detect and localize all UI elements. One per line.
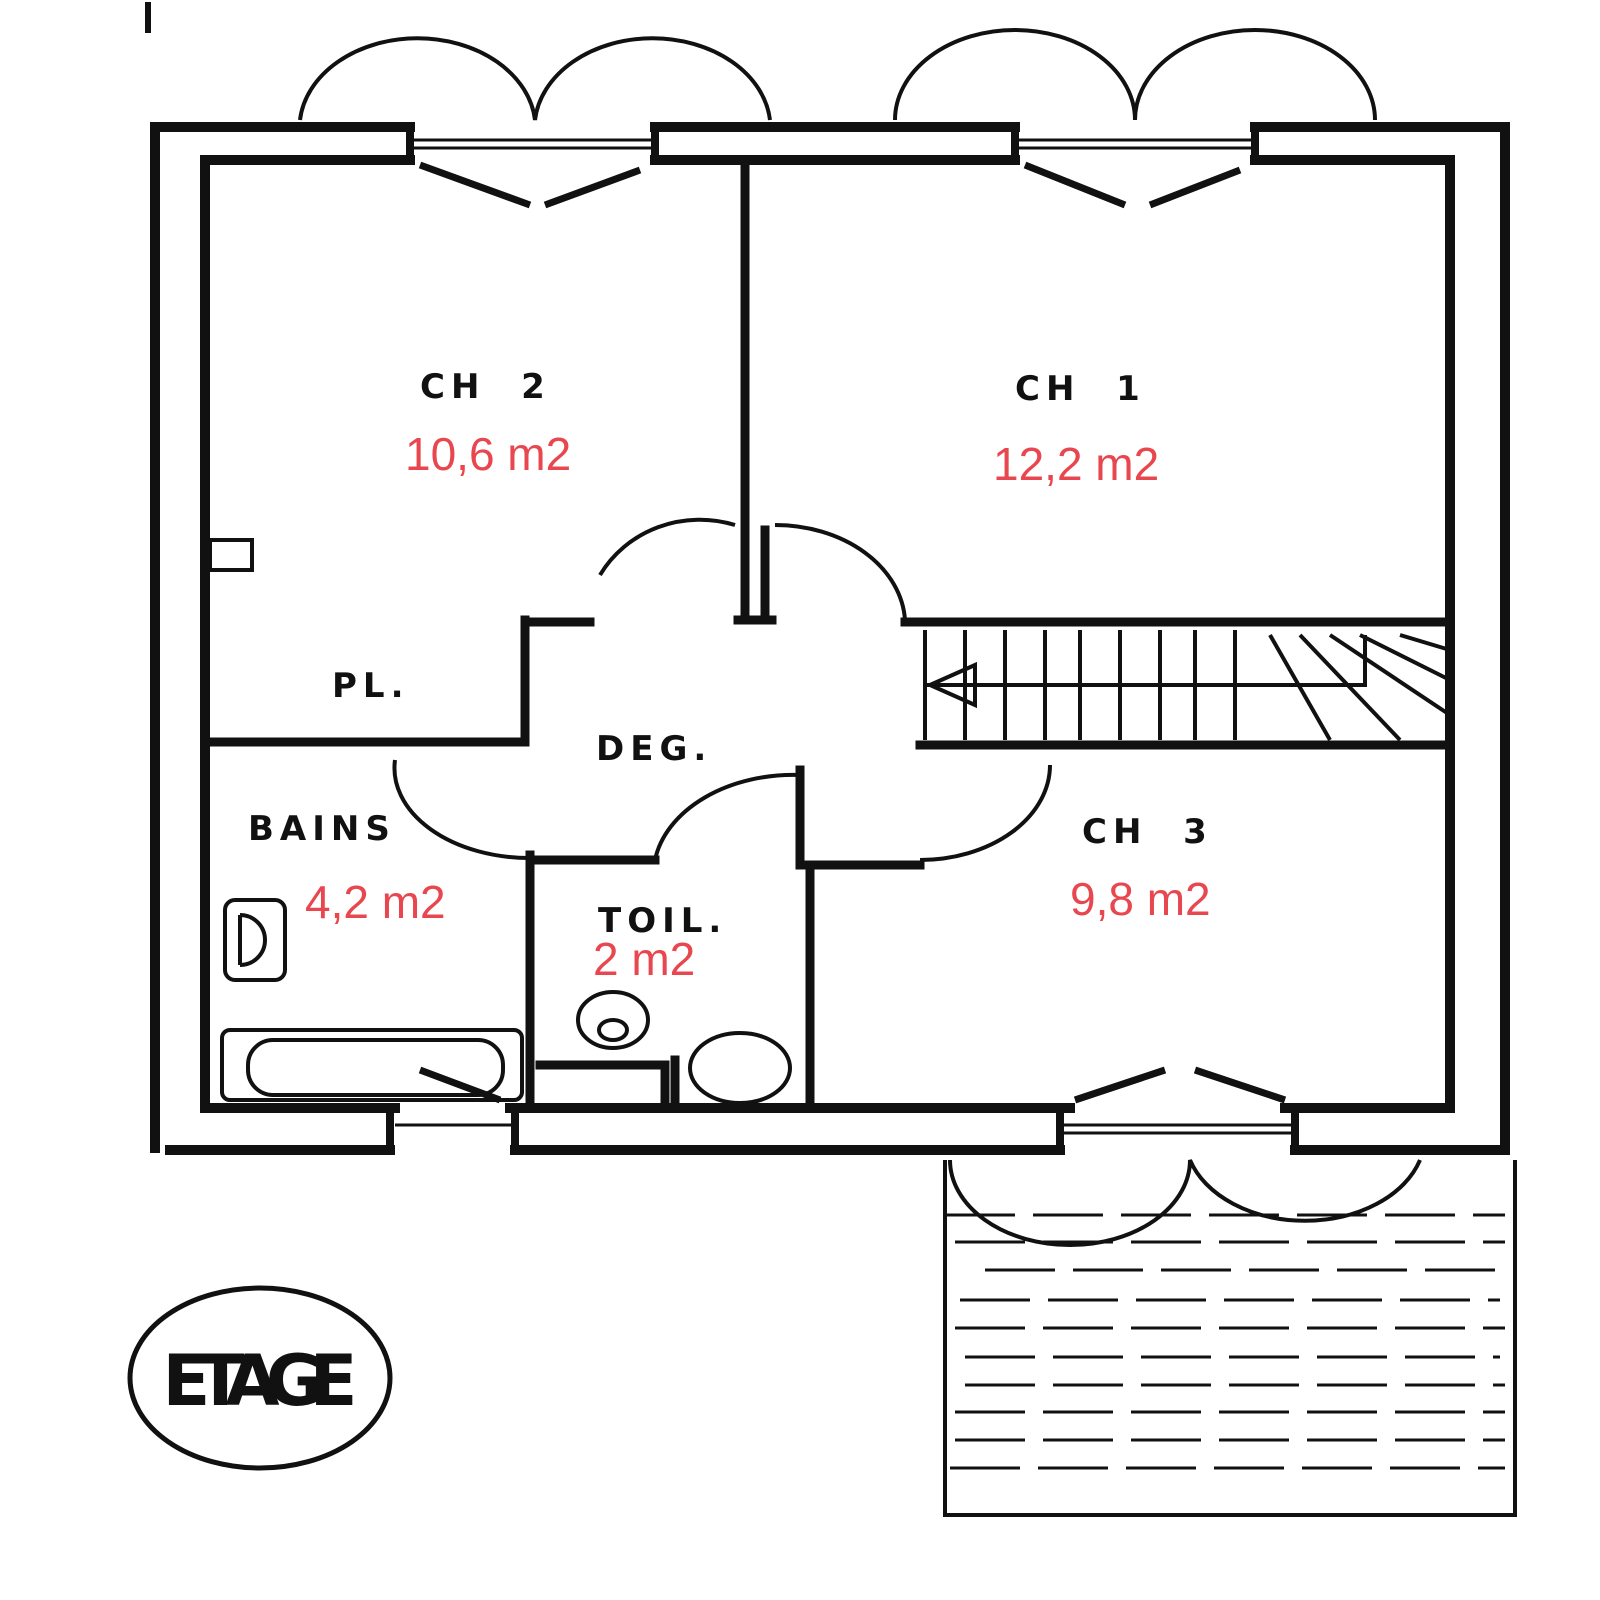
fixtures bbox=[208, 538, 792, 1105]
door-swings bbox=[392, 517, 1052, 862]
room-area-bains: 4,2 m2 bbox=[305, 876, 446, 928]
exterior-walls bbox=[150, 122, 1510, 1155]
room-label-toil: TOIL. bbox=[598, 901, 727, 941]
level-title: ETAGE bbox=[163, 1340, 358, 1422]
room-label-ch1: CH 1 bbox=[1015, 369, 1146, 409]
room-label-pl: PL. bbox=[332, 666, 410, 706]
room-labels: CH 2 10,6 m2 CH 1 12,2 m2 PL. DEG. BAINS… bbox=[248, 367, 1213, 985]
room-area-toil: 2 m2 bbox=[593, 933, 695, 985]
washbasin-icon bbox=[223, 898, 287, 982]
bathtub-icon bbox=[220, 1028, 524, 1102]
interior-walls bbox=[200, 155, 1455, 1113]
terrace bbox=[943, 1160, 1517, 1517]
windows bbox=[298, 28, 1422, 1247]
level-badge: ETAGE bbox=[127, 1285, 393, 1471]
room-label-deg: DEG. bbox=[596, 729, 712, 769]
room-area-ch3: 9,8 m2 bbox=[1070, 873, 1211, 925]
duct-icon bbox=[208, 538, 254, 572]
basin-icon bbox=[688, 1031, 792, 1105]
room-area-ch2: 10,6 m2 bbox=[405, 428, 571, 480]
stairs bbox=[923, 630, 1452, 742]
room-label-ch2: CH 2 bbox=[420, 367, 551, 407]
room-area-ch1: 12,2 m2 bbox=[993, 438, 1159, 490]
room-label-bains: BAINS bbox=[248, 809, 396, 849]
room-label-ch3: CH 3 bbox=[1082, 812, 1213, 852]
toilet-icon bbox=[576, 990, 650, 1050]
